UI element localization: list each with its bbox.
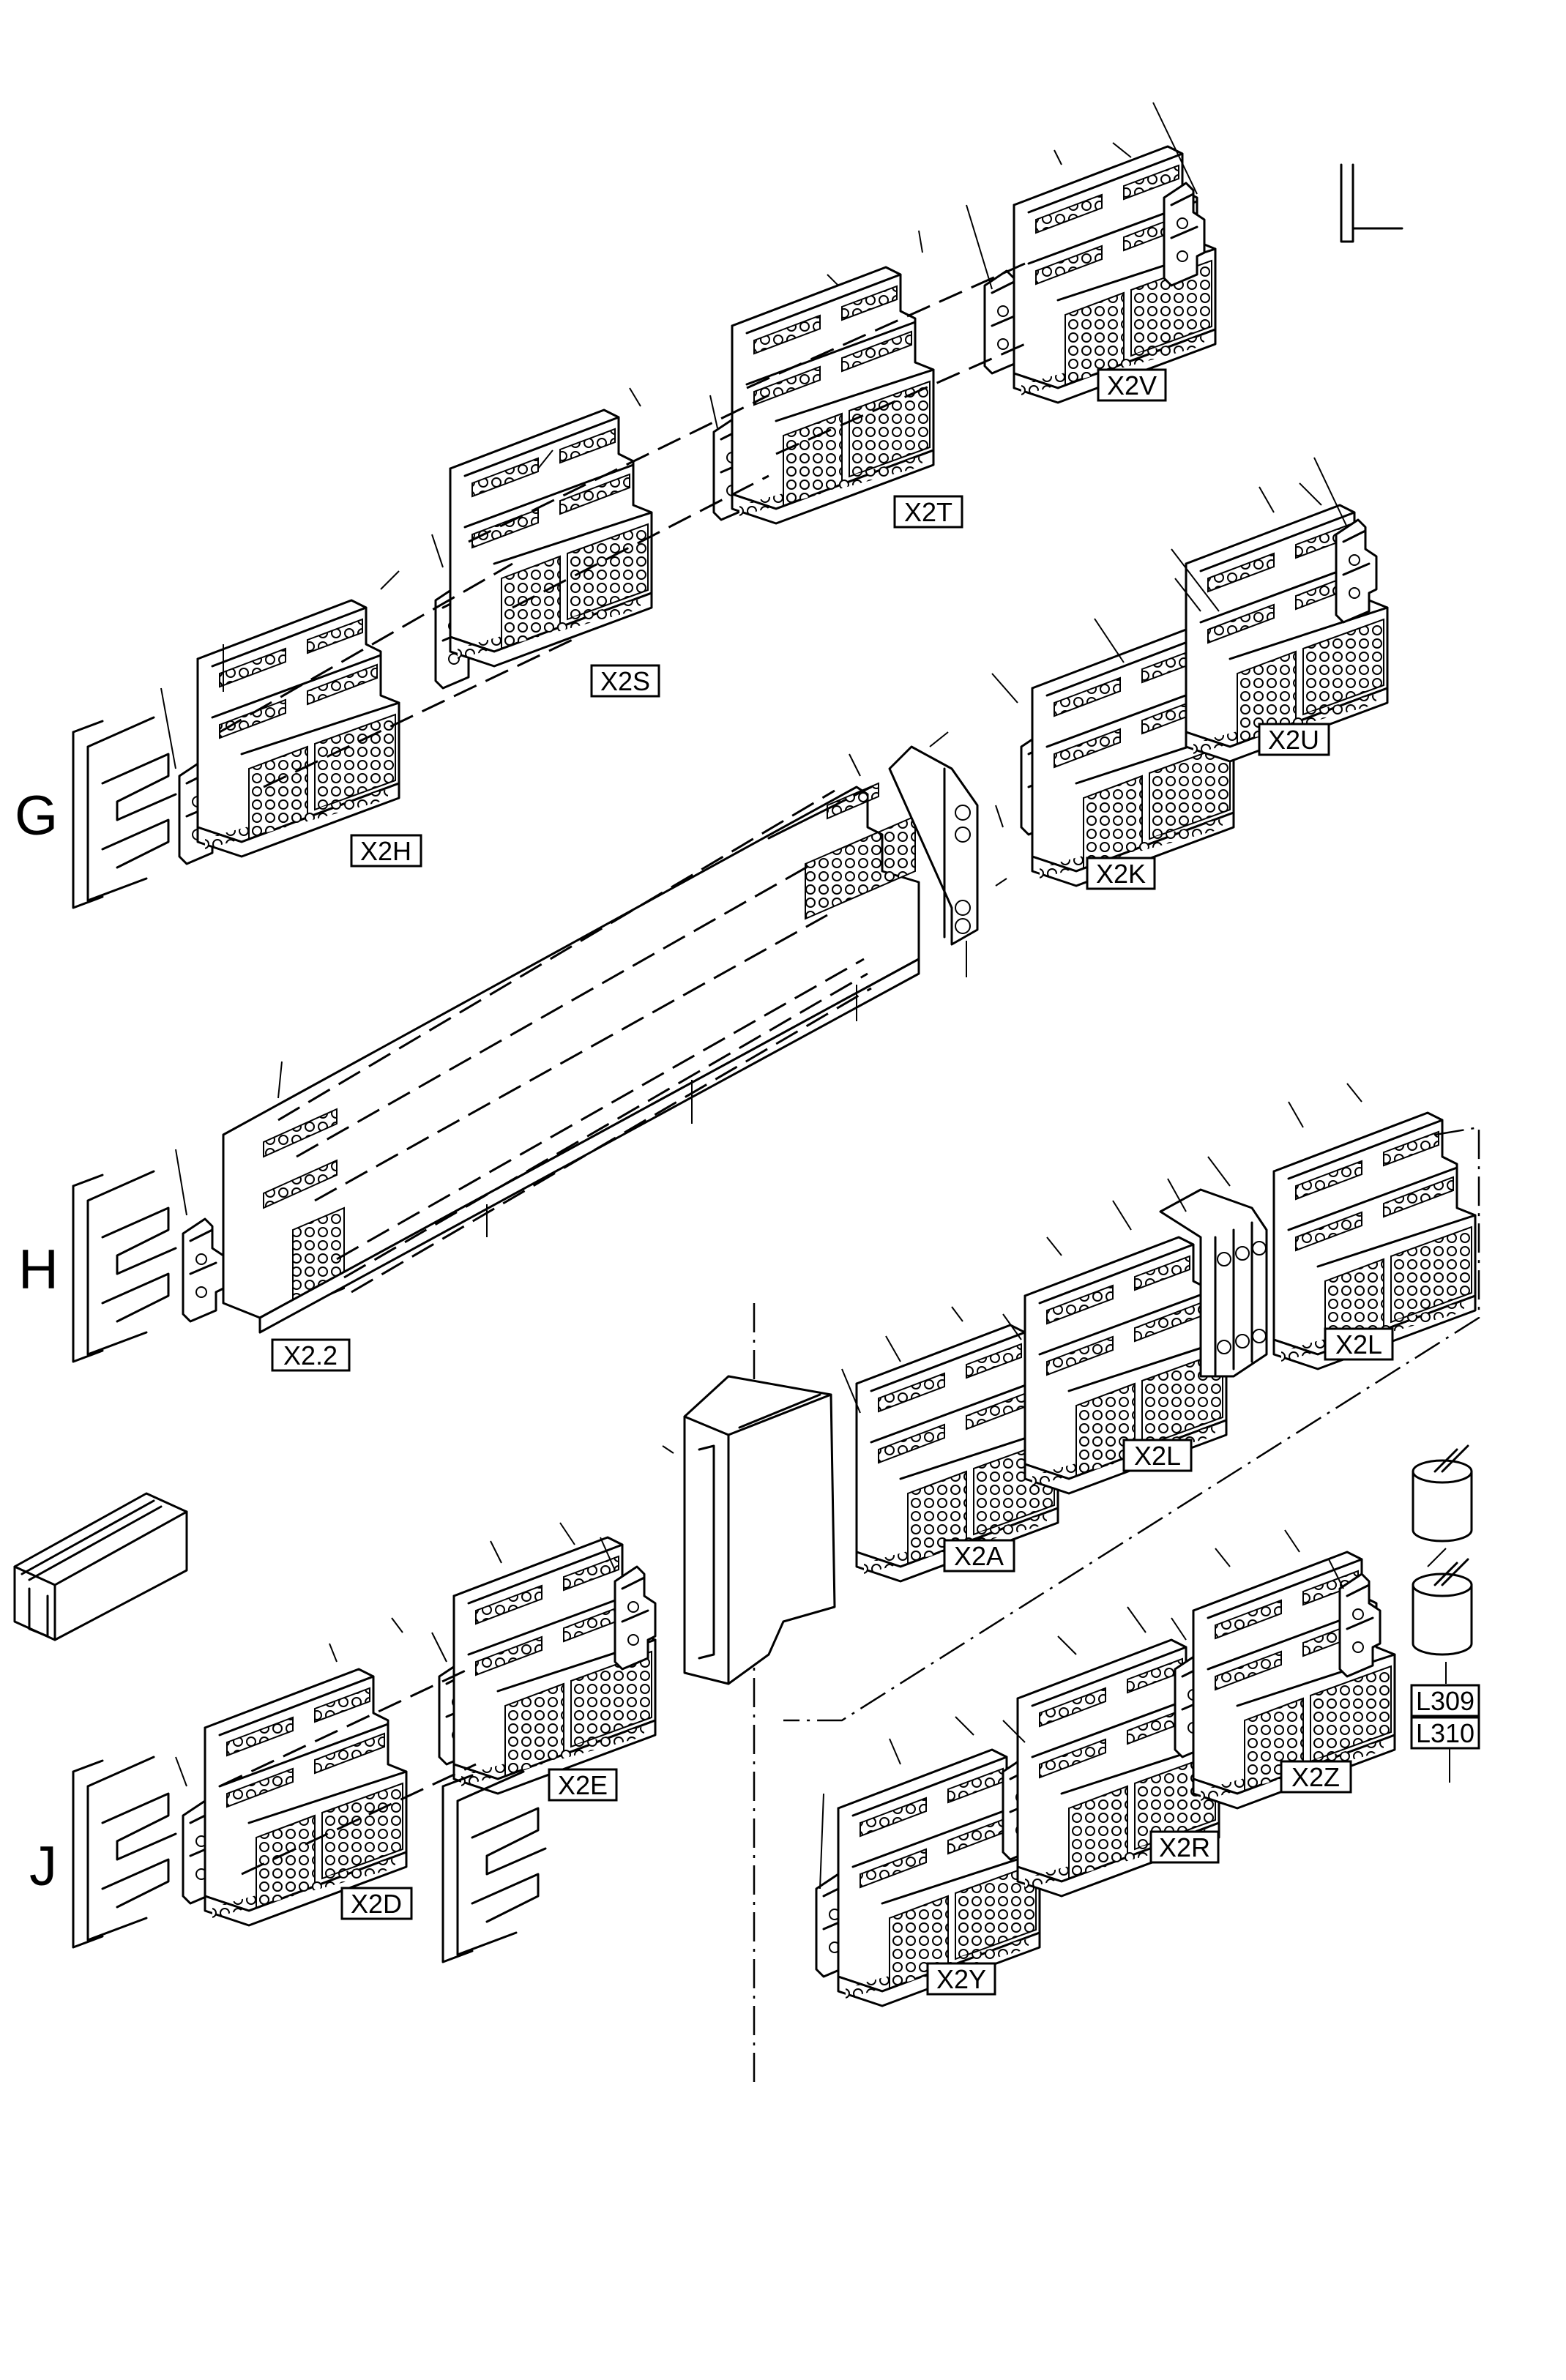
section-label-h: H: [18, 1239, 59, 1301]
label-x2v: X2V: [1097, 368, 1167, 402]
label-x2l-mid: X2L: [1122, 1439, 1193, 1472]
svg-text:X2Y: X2Y: [936, 1964, 986, 1994]
label-x2l-right: X2L: [1324, 1327, 1394, 1361]
svg-text:X2H: X2H: [360, 836, 411, 866]
svg-text:X2L: X2L: [1335, 1329, 1382, 1359]
section-g-assembly: [72, 102, 1217, 909]
svg-text:X2R: X2R: [1159, 1832, 1210, 1862]
svg-text:L309: L309: [1416, 1686, 1474, 1716]
svg-text:X2.2: X2.2: [283, 1340, 338, 1370]
label-x2s: X2S: [590, 664, 660, 698]
section-h-assembly: [72, 731, 1007, 2086]
label-x2a: X2A: [943, 1539, 1015, 1573]
label-x2r: X2R: [1149, 1830, 1220, 1864]
label-l310: L310: [1410, 1716, 1480, 1750]
svg-text:X2V: X2V: [1107, 370, 1157, 400]
section-label-g: G: [15, 785, 58, 847]
label-x2-2: X2.2: [271, 1338, 351, 1372]
label-x2h: X2H: [350, 834, 422, 868]
label-x2d: X2D: [340, 1887, 413, 1920]
section-g-right-assembly: [991, 457, 1389, 887]
label-x2y: X2Y: [926, 1962, 996, 1996]
label-x2t: X2T: [893, 495, 963, 529]
section-j-right-assembly: [815, 1444, 1473, 2007]
svg-text:X2S: X2S: [600, 666, 650, 696]
svg-text:X2Z: X2Z: [1291, 1762, 1340, 1792]
svg-text:L310: L310: [1416, 1718, 1474, 1748]
label-x2e: X2E: [548, 1768, 618, 1802]
label-x2k: X2K: [1086, 857, 1156, 890]
svg-text:X2L: X2L: [1134, 1441, 1181, 1471]
section-label-j: J: [29, 1835, 57, 1898]
label-l309: L309: [1410, 1684, 1480, 1717]
svg-text:X2D: X2D: [351, 1889, 402, 1919]
section-h-right-assembly: [783, 1083, 1480, 1722]
svg-text:X2K: X2K: [1096, 859, 1146, 889]
svg-text:X2U: X2U: [1268, 725, 1319, 755]
svg-text:X2A: X2A: [954, 1541, 1004, 1571]
svg-text:X2T: X2T: [904, 497, 952, 527]
svg-text:X2E: X2E: [558, 1770, 608, 1800]
label-x2u: X2U: [1258, 723, 1330, 756]
cable-symbol: [1340, 163, 1403, 243]
label-x2z: X2Z: [1280, 1760, 1352, 1794]
section-j-assembly: [13, 1375, 836, 1963]
